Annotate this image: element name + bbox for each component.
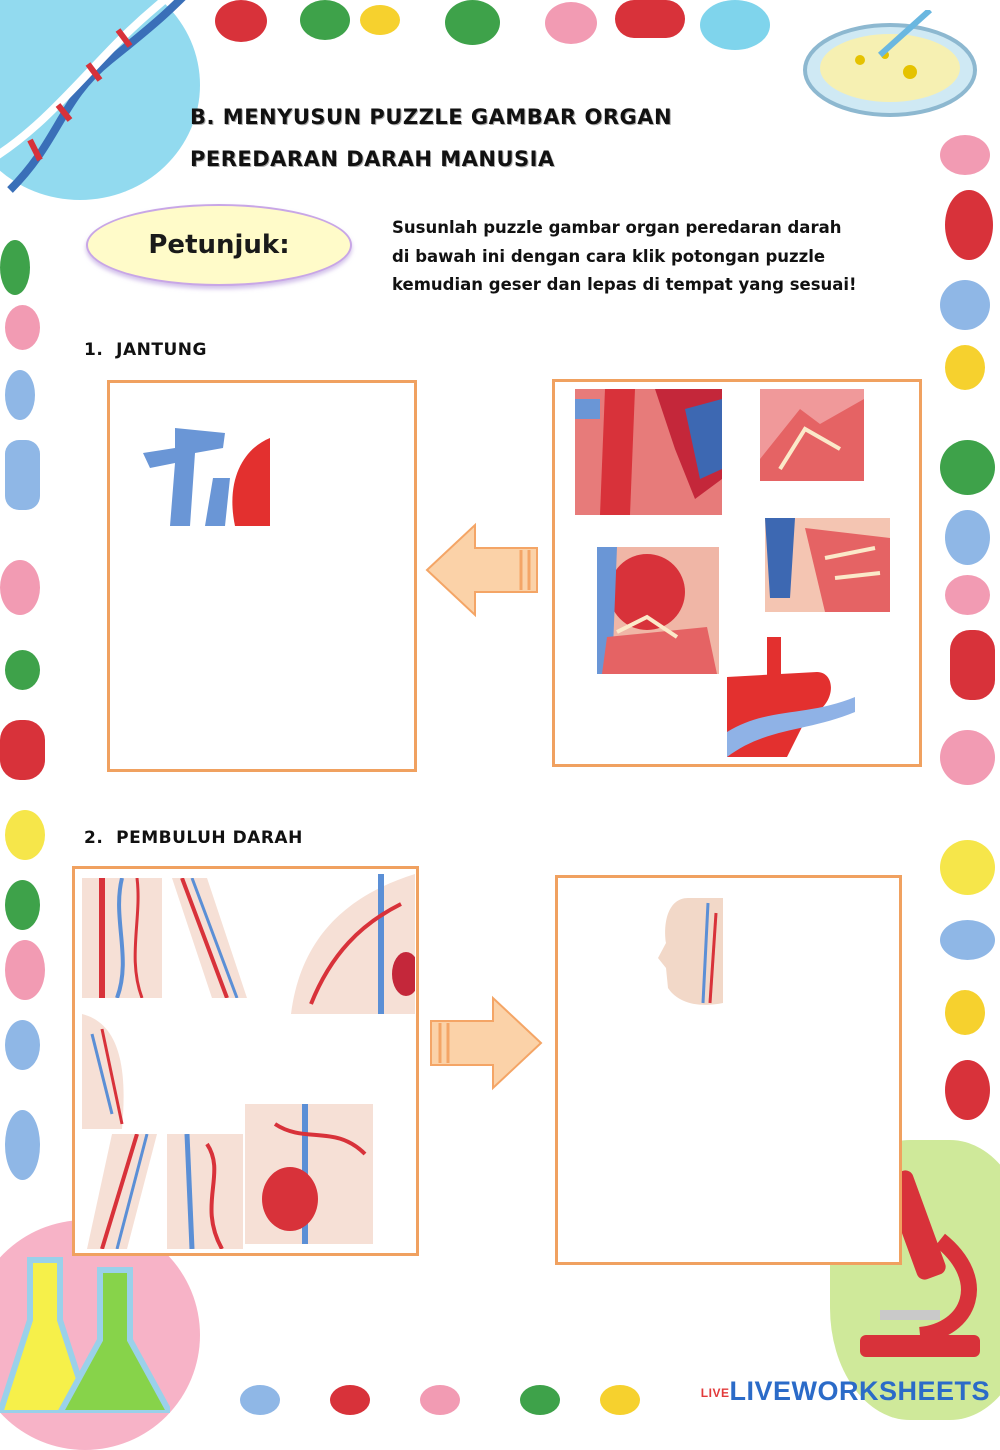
germ-icon bbox=[945, 575, 990, 615]
vessel-puzzle-piece[interactable] bbox=[245, 1104, 373, 1244]
germ-icon bbox=[445, 0, 500, 45]
germ-icon bbox=[420, 1385, 460, 1415]
section-number: 2. bbox=[84, 828, 104, 848]
germ-icon bbox=[945, 510, 990, 565]
germ-icon bbox=[940, 280, 990, 330]
germ-icon bbox=[545, 2, 597, 44]
live-badge: LIVE bbox=[700, 1385, 730, 1400]
germ-icon bbox=[0, 240, 30, 295]
germ-icon bbox=[5, 810, 45, 860]
page-title-line2: PEREDARAN DARAH MANUSIA bbox=[190, 147, 555, 171]
petunjuk-badge: Petunjuk: bbox=[86, 204, 352, 286]
germ-icon bbox=[940, 730, 995, 785]
vessel-puzzle-piece[interactable] bbox=[291, 874, 415, 1014]
heart-puzzle-piece[interactable] bbox=[760, 389, 864, 481]
germ-icon bbox=[700, 0, 770, 50]
germ-icon bbox=[600, 1385, 640, 1415]
germ-icon bbox=[945, 990, 985, 1035]
liveworksheets-logo: LIVELIVEWORKSHEETS bbox=[701, 1376, 990, 1407]
vessel-puzzle-piece[interactable] bbox=[167, 1134, 243, 1249]
vessel-puzzle-source-box[interactable] bbox=[72, 866, 419, 1256]
germ-icon bbox=[5, 880, 40, 930]
vessel-puzzle-piece-placed[interactable] bbox=[658, 893, 723, 1013]
heart-puzzle-piece[interactable] bbox=[575, 389, 722, 515]
germ-icon bbox=[5, 370, 35, 420]
arrow-left-icon bbox=[425, 522, 538, 618]
instruction-text: Susunlah puzzle gambar organ peredaran d… bbox=[392, 214, 892, 300]
germ-icon bbox=[5, 650, 40, 690]
germ-icon bbox=[950, 630, 995, 700]
germ-icon bbox=[940, 840, 995, 895]
petri-dish-icon bbox=[803, 10, 977, 117]
germ-icon bbox=[945, 1060, 990, 1120]
heart-puzzle-piece[interactable] bbox=[727, 637, 855, 757]
germ-icon bbox=[300, 0, 350, 40]
germ-icon bbox=[940, 440, 995, 495]
germ-icon bbox=[5, 940, 45, 1000]
dna-icon bbox=[0, 0, 186, 193]
germ-icon bbox=[215, 0, 267, 42]
flask-icon bbox=[0, 1257, 170, 1413]
heart-puzzle-piece[interactable] bbox=[765, 518, 890, 612]
heart-puzzle-piece[interactable] bbox=[597, 547, 719, 674]
germ-icon bbox=[945, 190, 993, 260]
vessel-puzzle-piece[interactable] bbox=[82, 1134, 162, 1249]
section-number: 1. bbox=[84, 340, 104, 360]
germ-icon bbox=[0, 720, 45, 780]
petunjuk-label: Petunjuk: bbox=[148, 230, 290, 260]
instruction-line: kemudian geser dan lepas di tempat yang … bbox=[392, 275, 857, 294]
germ-icon bbox=[5, 1020, 40, 1070]
section-heading-jantung: 1. JANTUNG bbox=[84, 340, 207, 360]
instruction-line: Susunlah puzzle gambar organ peredaran d… bbox=[392, 218, 842, 237]
germ-icon bbox=[940, 920, 995, 960]
vessel-puzzle-piece[interactable] bbox=[167, 878, 249, 998]
brand-name: LIVEWORKSHEETS bbox=[729, 1376, 990, 1406]
germ-icon bbox=[945, 345, 985, 390]
germ-icon bbox=[940, 135, 990, 175]
germ-icon bbox=[360, 5, 400, 35]
germ-icon bbox=[5, 440, 40, 510]
vessel-puzzle-piece[interactable] bbox=[82, 878, 162, 998]
instruction-line: di bawah ini dengan cara klik potongan p… bbox=[392, 246, 826, 266]
section-heading-pembuluh-darah: 2. PEMBULUH DARAH bbox=[84, 828, 303, 848]
germ-icon bbox=[615, 0, 685, 38]
germ-icon bbox=[240, 1385, 280, 1415]
heart-puzzle-piece-placed[interactable] bbox=[135, 408, 270, 526]
heart-puzzle-target-box[interactable] bbox=[107, 380, 417, 772]
germ-icon bbox=[0, 560, 40, 615]
germ-icon bbox=[520, 1385, 560, 1415]
germ-icon bbox=[5, 1110, 40, 1180]
vessel-puzzle-target-box[interactable] bbox=[555, 875, 902, 1265]
page-title-line1: B. MENYUSUN PUZZLE GAMBAR ORGAN bbox=[190, 105, 673, 129]
section-label: JANTUNG bbox=[116, 340, 207, 360]
section-label: PEMBULUH DARAH bbox=[116, 828, 303, 848]
germ-icon bbox=[330, 1385, 370, 1415]
vessel-puzzle-piece[interactable] bbox=[82, 1014, 137, 1129]
arrow-right-icon bbox=[430, 995, 543, 1091]
germ-icon bbox=[5, 305, 40, 350]
heart-puzzle-source-box[interactable] bbox=[552, 379, 922, 767]
